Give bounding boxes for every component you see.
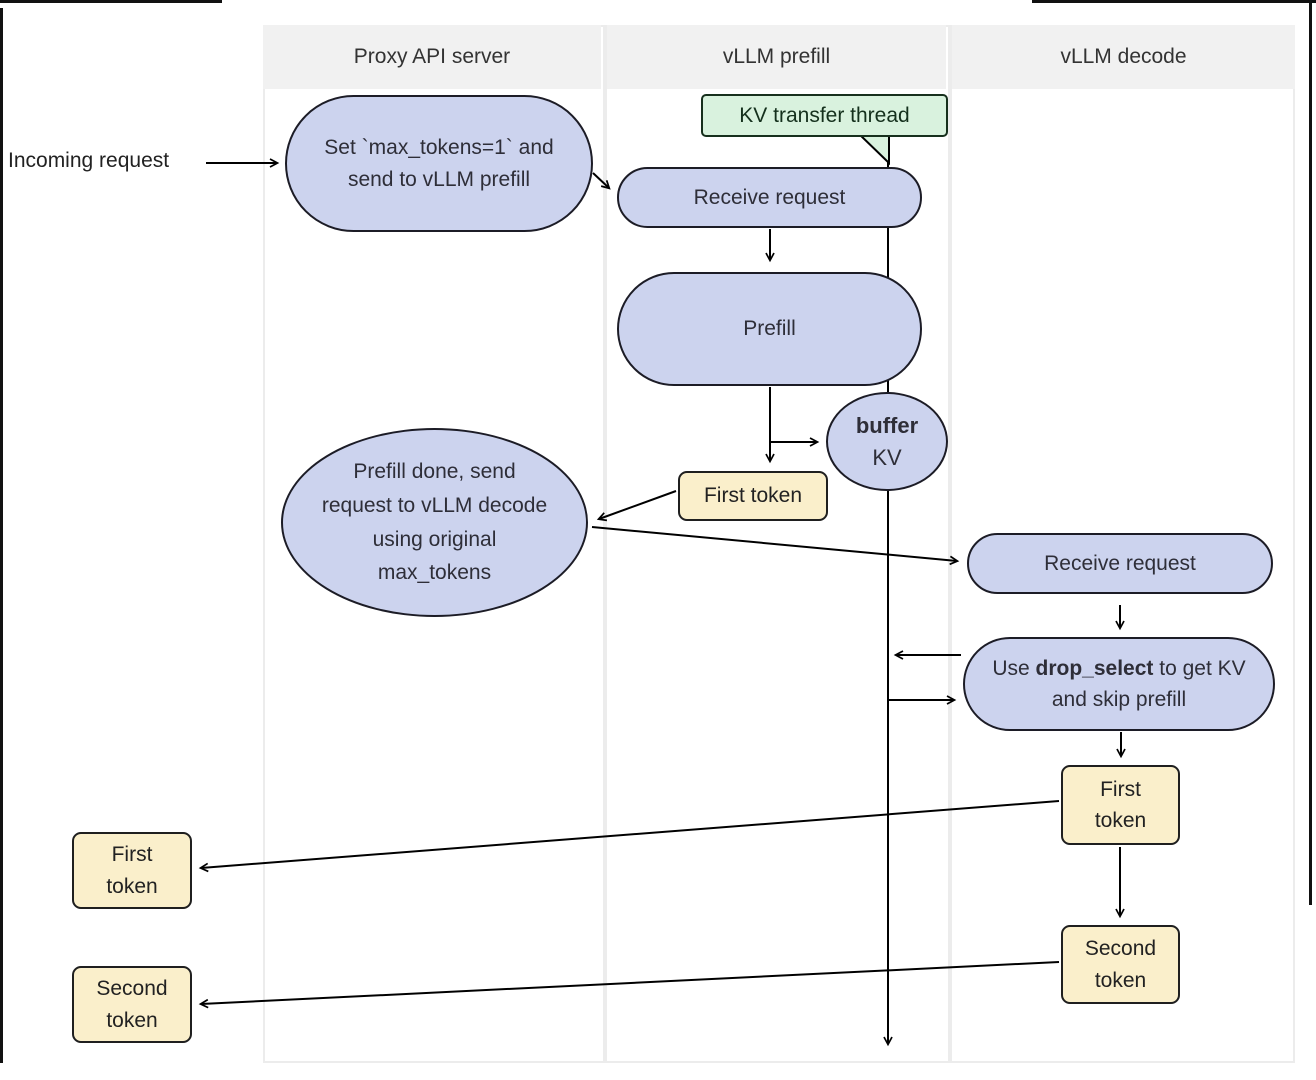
node-second-token-out-text: Second token xyxy=(96,977,168,1032)
connector-firsttoken-to-prefilldone xyxy=(596,490,677,522)
node-prefill-text: Prefill xyxy=(743,317,796,341)
node-first-token-prefill-text: First token xyxy=(703,484,803,508)
node-buffer-kv-bold: buffer xyxy=(855,412,919,438)
node-first-token-out-text: First token xyxy=(106,843,158,898)
node-receive-request-prefill: Receive request xyxy=(617,167,922,228)
node-receive-request-decode-text: Receive request xyxy=(1044,551,1196,575)
node-first-token-decode: First token xyxy=(1061,765,1180,845)
connector-proxy-to-prefill xyxy=(592,172,611,190)
node-first-token-out: First token xyxy=(72,832,192,909)
kv-thread-tail xyxy=(855,132,890,166)
connector-firsttoken-out xyxy=(198,800,1060,873)
lane-header-decode: vLLM decode xyxy=(952,25,1295,89)
lane-title-proxy: Proxy API server xyxy=(353,45,511,68)
frame-right xyxy=(1309,0,1312,905)
node-receive-request-decode: Receive request xyxy=(967,533,1273,594)
node-prefill-done-text: Prefill done, send request to vLLM decod… xyxy=(321,460,548,585)
incoming-request-text: Incoming request xyxy=(8,149,170,172)
node-second-token-out: Second token xyxy=(72,966,192,1043)
node-first-token-prefill: First token xyxy=(678,471,828,521)
node-drop-select-text: Use drop_select to get KV and skip prefi… xyxy=(992,656,1246,712)
node-drop-select: Use drop_select to get KV and skip prefi… xyxy=(963,637,1275,731)
node-prefill: Prefill xyxy=(617,272,922,386)
node-set-max-tokens: Set `max_tokens=1` and send to vLLM pref… xyxy=(285,95,593,232)
node-set-max-tokens-text: Set `max_tokens=1` and send to vLLM pref… xyxy=(324,136,554,191)
node-first-token-decode-text: First token xyxy=(1094,777,1147,833)
node-kv-transfer-thread-text: KV transfer thread xyxy=(739,103,910,127)
lane-header-proxy: Proxy API server xyxy=(263,25,601,89)
incoming-request-label: Incoming request xyxy=(8,149,169,173)
node-second-token-decode-text: Second token xyxy=(1084,937,1157,992)
lane-title-decode: vLLM decode xyxy=(1060,45,1187,68)
node-buffer-kv: buffer KV xyxy=(826,392,948,491)
node-buffer-kv-rest: KV xyxy=(872,444,902,470)
lane-title-prefill: vLLM prefill xyxy=(722,45,831,68)
node-kv-transfer-thread: KV transfer thread xyxy=(701,94,948,137)
node-receive-request-prefill-text: Receive request xyxy=(693,185,846,209)
node-second-token-decode: Second token xyxy=(1061,925,1180,1004)
frame-left xyxy=(0,8,3,1063)
frame-top-right xyxy=(1032,0,1316,3)
connector-prefilldone-to-receivedecode xyxy=(591,526,960,566)
lane-header-prefill: vLLM prefill xyxy=(607,25,946,89)
node-prefill-done: Prefill done, send request to vLLM decod… xyxy=(281,428,588,617)
frame-top-left xyxy=(0,0,222,3)
connector-secondtoken-out xyxy=(198,961,1060,1009)
